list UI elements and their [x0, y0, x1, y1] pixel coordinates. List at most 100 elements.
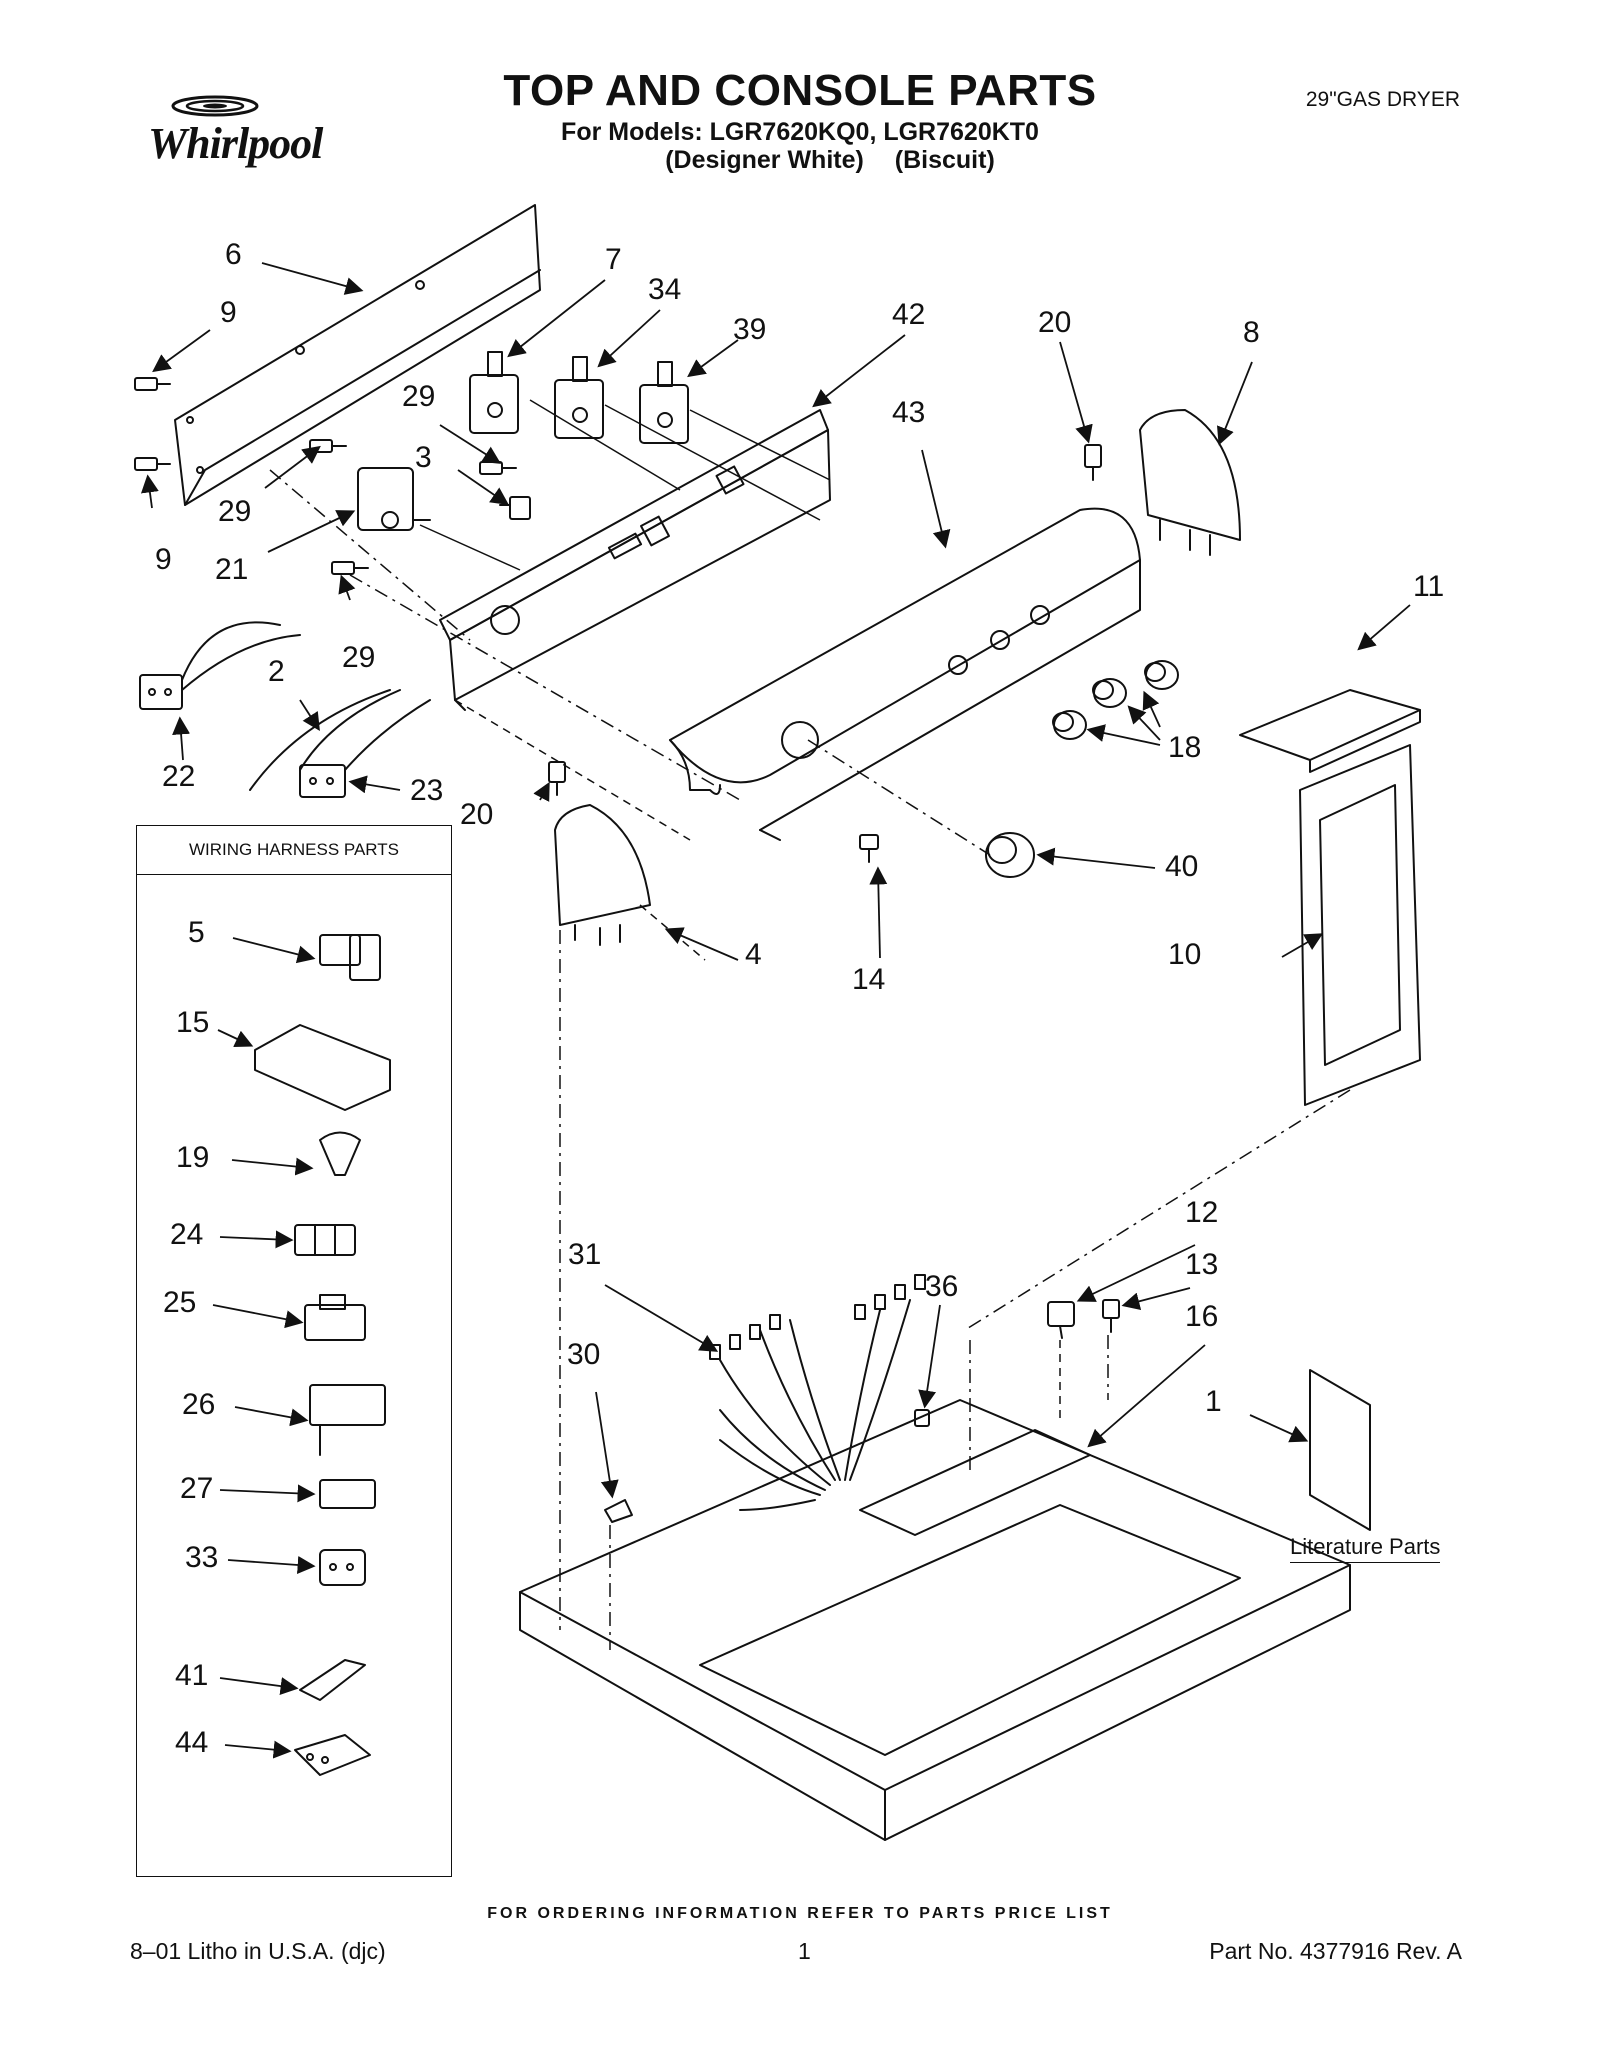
part-10-filter-housing [1299, 744, 1421, 1106]
variant-biscuit: (Biscuit) [894, 146, 995, 174]
callout-29: 29 [402, 380, 436, 413]
part-20-screw-b [548, 761, 566, 796]
part-30-clip [604, 1499, 633, 1523]
part-29-screw-c [331, 561, 369, 575]
harness-part-41 [299, 1659, 366, 1701]
callout-3: 3 [415, 441, 432, 474]
harness-callout-33: 33 [185, 1541, 219, 1574]
part-9-screw-a [134, 377, 171, 391]
callout-1: 1 [1205, 1385, 1222, 1418]
callout-42: 42 [892, 298, 926, 331]
callout-14: 14 [852, 963, 886, 996]
part-29-screw-b [479, 461, 517, 475]
harness-callout-25: 25 [163, 1286, 197, 1319]
harness-callout-41: 41 [175, 1659, 209, 1692]
callout-23: 23 [410, 774, 444, 807]
wiring-harness-title: WIRING HARNESS PARTS [137, 826, 451, 875]
part-number: Part No. 4377916 Rev. A [1209, 1938, 1462, 1964]
harness-part-26 [309, 1384, 386, 1456]
callout-31: 31 [568, 1238, 602, 1271]
callout-20: 20 [460, 798, 494, 831]
harness-callout-27: 27 [180, 1472, 214, 1505]
harness-callout-26: 26 [182, 1388, 216, 1421]
product-label: 29"GAS DRYER [1305, 88, 1460, 111]
part-13-screw [1102, 1299, 1120, 1333]
callout-2: 2 [268, 655, 285, 688]
callout-16: 16 [1185, 1300, 1219, 1333]
brand-name: Whirlpool [148, 119, 323, 168]
part-40-knob [985, 832, 1035, 878]
model-variants: (Designer White) (Biscuit) [0, 146, 1600, 175]
harness-part-15 [254, 1024, 391, 1111]
callout-13: 13 [1185, 1248, 1219, 1281]
callout-9: 9 [155, 543, 172, 576]
harness-wire-a [181, 621, 281, 681]
harness-part-44 [294, 1734, 371, 1776]
part-22-connector [139, 674, 183, 710]
callout-21: 21 [215, 553, 249, 586]
harness-callout-24: 24 [170, 1218, 204, 1251]
ordering-note: FOR ORDERING INFORMATION REFER TO PARTS … [487, 1905, 1113, 1922]
part-18-knob-c [1052, 710, 1087, 740]
part-34-switch [554, 356, 604, 439]
callout-40: 40 [1165, 850, 1199, 883]
wiring-harness-box [136, 825, 452, 1877]
callout-34: 34 [648, 273, 682, 306]
callout-22: 22 [162, 760, 196, 793]
variant-designer-white: (Designer White) [665, 146, 864, 174]
whirlpool-swirl-icon [171, 95, 259, 117]
page-number: 1 [798, 1938, 811, 1964]
harness-callout-5: 5 [188, 916, 205, 949]
part-6-rear-bracket [174, 204, 541, 506]
callout-43: 43 [892, 396, 926, 429]
harness-wire-b [181, 634, 301, 691]
harness-callout-19: 19 [176, 1141, 210, 1174]
callout-6: 6 [225, 238, 242, 271]
harness-wire-d [344, 699, 431, 771]
part-43-console-backsplash [669, 507, 1141, 841]
litho-info: 8–01 Litho in U.S.A. (djc) [130, 1938, 386, 1964]
models-line: For Models: LGR7620KQ0, LGR7620KT0 [561, 118, 1039, 146]
part-4-end-cap [554, 804, 651, 946]
part-18-knob-b [1092, 678, 1127, 708]
part-18-knob-a [1144, 660, 1179, 690]
callout-18: 18 [1168, 731, 1202, 764]
harness-part-27 [319, 1479, 376, 1509]
callout-8: 8 [1243, 316, 1260, 349]
callout-20: 20 [1038, 306, 1072, 339]
page-title: TOP AND CONSOLE PARTS [503, 66, 1097, 115]
part-21-timer [357, 467, 431, 531]
callout-30: 30 [567, 1338, 601, 1371]
part-12-clip [1047, 1301, 1075, 1339]
part-36-fastener [914, 1409, 930, 1427]
part-3-clip [499, 496, 531, 520]
callout-7: 7 [605, 243, 622, 276]
callout-4: 4 [745, 938, 762, 971]
callout-29: 29 [218, 495, 252, 528]
callout-36: 36 [925, 1270, 959, 1303]
part-39-switch [639, 361, 689, 444]
callout-39: 39 [733, 313, 767, 346]
callout-11: 11 [1413, 570, 1445, 603]
whirlpool-logo: Whirlpool [130, 88, 370, 168]
part-20-screw-a [1084, 444, 1102, 481]
literature-parts-label: Literature Parts [1290, 1534, 1441, 1563]
harness-part-24 [294, 1224, 356, 1256]
callout-9: 9 [220, 296, 237, 329]
harness-callout-15: 15 [176, 1006, 210, 1039]
callout-12: 12 [1185, 1196, 1219, 1229]
harness-part-33 [319, 1549, 366, 1586]
part-8-end-cap [1139, 409, 1241, 556]
part-9-screw-b [134, 457, 171, 471]
harness-part-19 [319, 1131, 361, 1176]
part-23-connector [299, 764, 346, 798]
callout-10: 10 [1168, 938, 1202, 971]
part-1-literature [1309, 1369, 1371, 1531]
harness-part-25 [304, 1294, 366, 1341]
harness-wire-c [299, 689, 401, 771]
part-31-wire-bundle [709, 1274, 926, 1511]
part-14-screw [859, 834, 879, 863]
part-16-top-panel [519, 1399, 1351, 1841]
part-7-switch [469, 351, 519, 434]
